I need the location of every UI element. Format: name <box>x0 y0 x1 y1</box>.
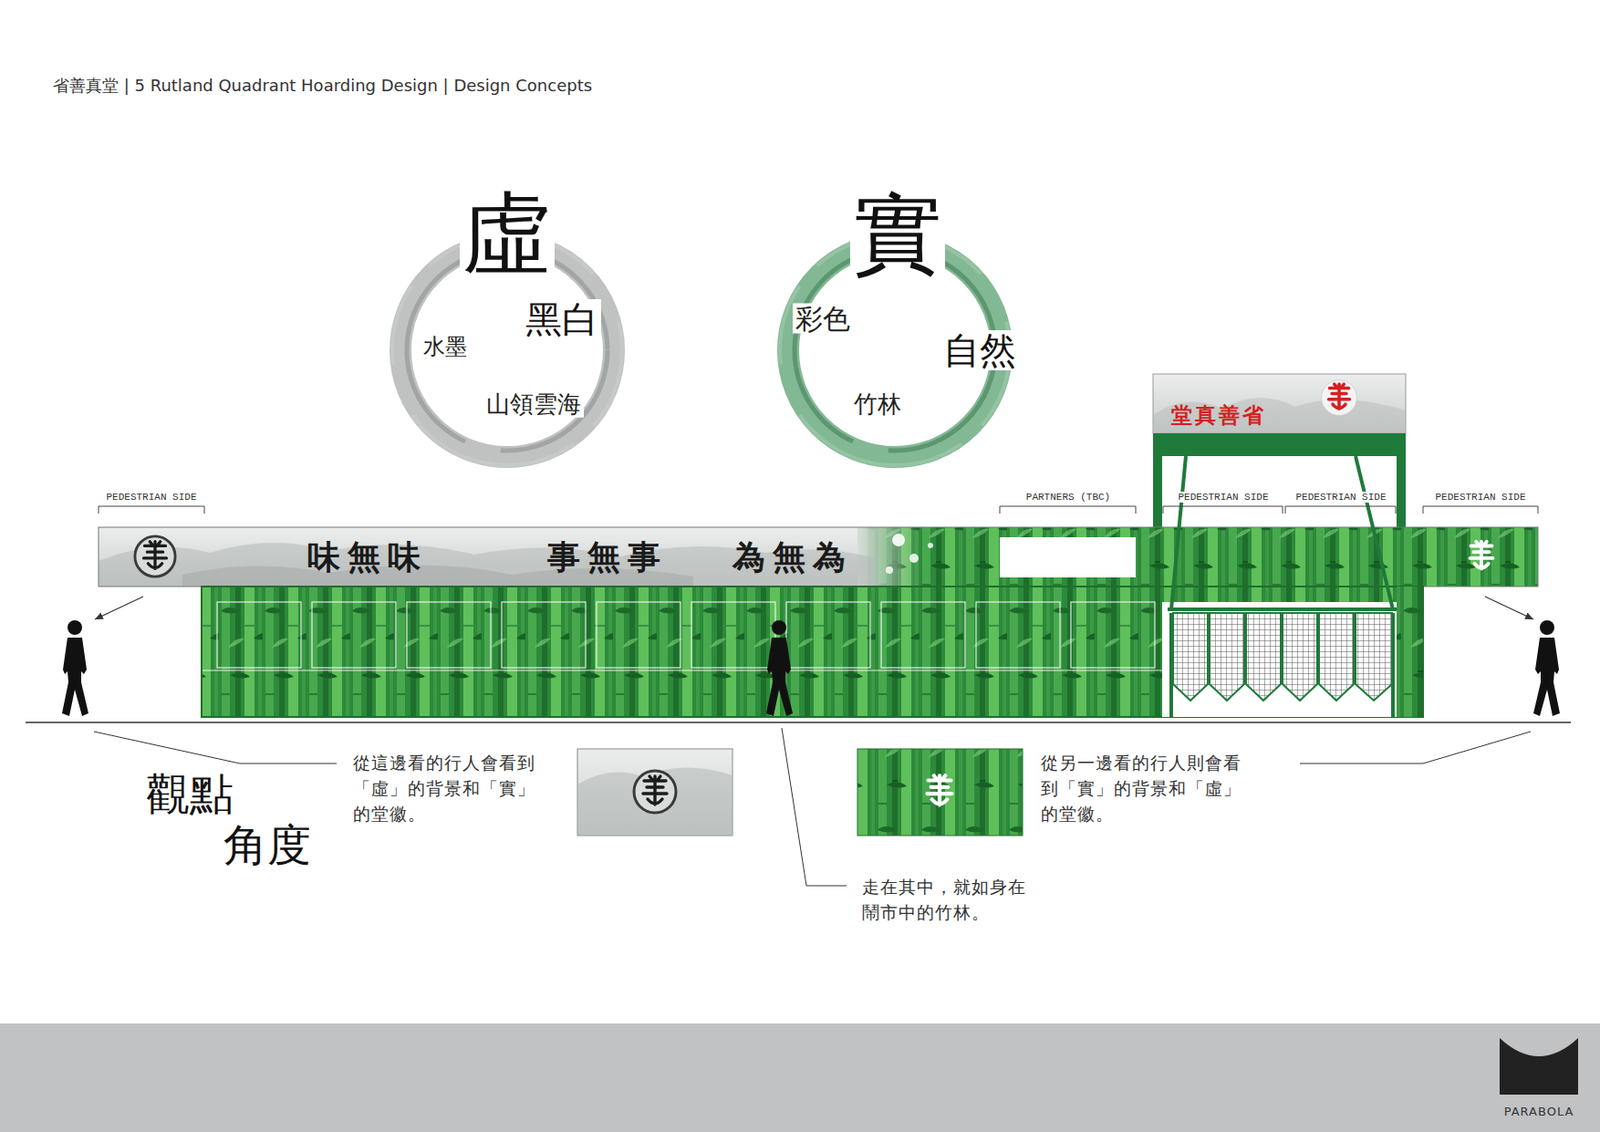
side-label: PEDESTRIAN SIDE <box>1432 491 1528 503</box>
node-text: 實 <box>850 185 946 284</box>
page-title: 省善真堂 | 5 Rutland Quadrant Hoarding Desig… <box>52 74 593 97</box>
concept-circle: 實彩色自然竹林 <box>766 177 1031 479</box>
callout-text: 從這邊看的行人會看到「虛」的背景和「實」的堂徽。 <box>353 749 541 827</box>
side-label: PEDESTRIAN SIDE <box>103 491 199 503</box>
node-text: 山領雲海 <box>483 391 584 418</box>
concept-circle: 虛水墨 黑白山領雲海 <box>378 177 636 479</box>
callout-text: 走在其中，就如身在鬧市中的竹林。 <box>862 873 1032 925</box>
node-text: 為無為 <box>732 539 853 576</box>
heading-text: 觀點 <box>145 769 234 819</box>
callout-text: 從另一邊看的行人則會看到「實」的背景和「虛」的堂徽。 <box>1040 749 1247 827</box>
hoarding-band: 味無味 事無事 為無為 <box>98 527 1538 587</box>
node-text: 彩色 <box>792 303 853 334</box>
side-label: PARTNERS (TBC) <box>1023 491 1113 503</box>
side-label: PEDESTRIAN SIDE <box>1292 491 1389 503</box>
heading-text: 角度 <box>223 820 312 870</box>
node-text: 堂真善省 <box>1171 403 1267 426</box>
side-label: PEDESTRIAN SIDE <box>1174 491 1271 503</box>
logo-text: PARABOLA <box>1504 1105 1575 1119</box>
node-text: 事無事 <box>547 539 668 576</box>
temple-sign: 堂真善省 <box>1153 374 1406 434</box>
node-text: 黑白 <box>522 299 602 340</box>
node-text: 水墨 <box>423 334 468 359</box>
node-text: 味無味 <box>307 539 428 576</box>
node-text: 虛 <box>459 185 555 284</box>
node-text: 竹林 <box>853 391 902 418</box>
node-text: 自然 <box>940 330 1019 371</box>
